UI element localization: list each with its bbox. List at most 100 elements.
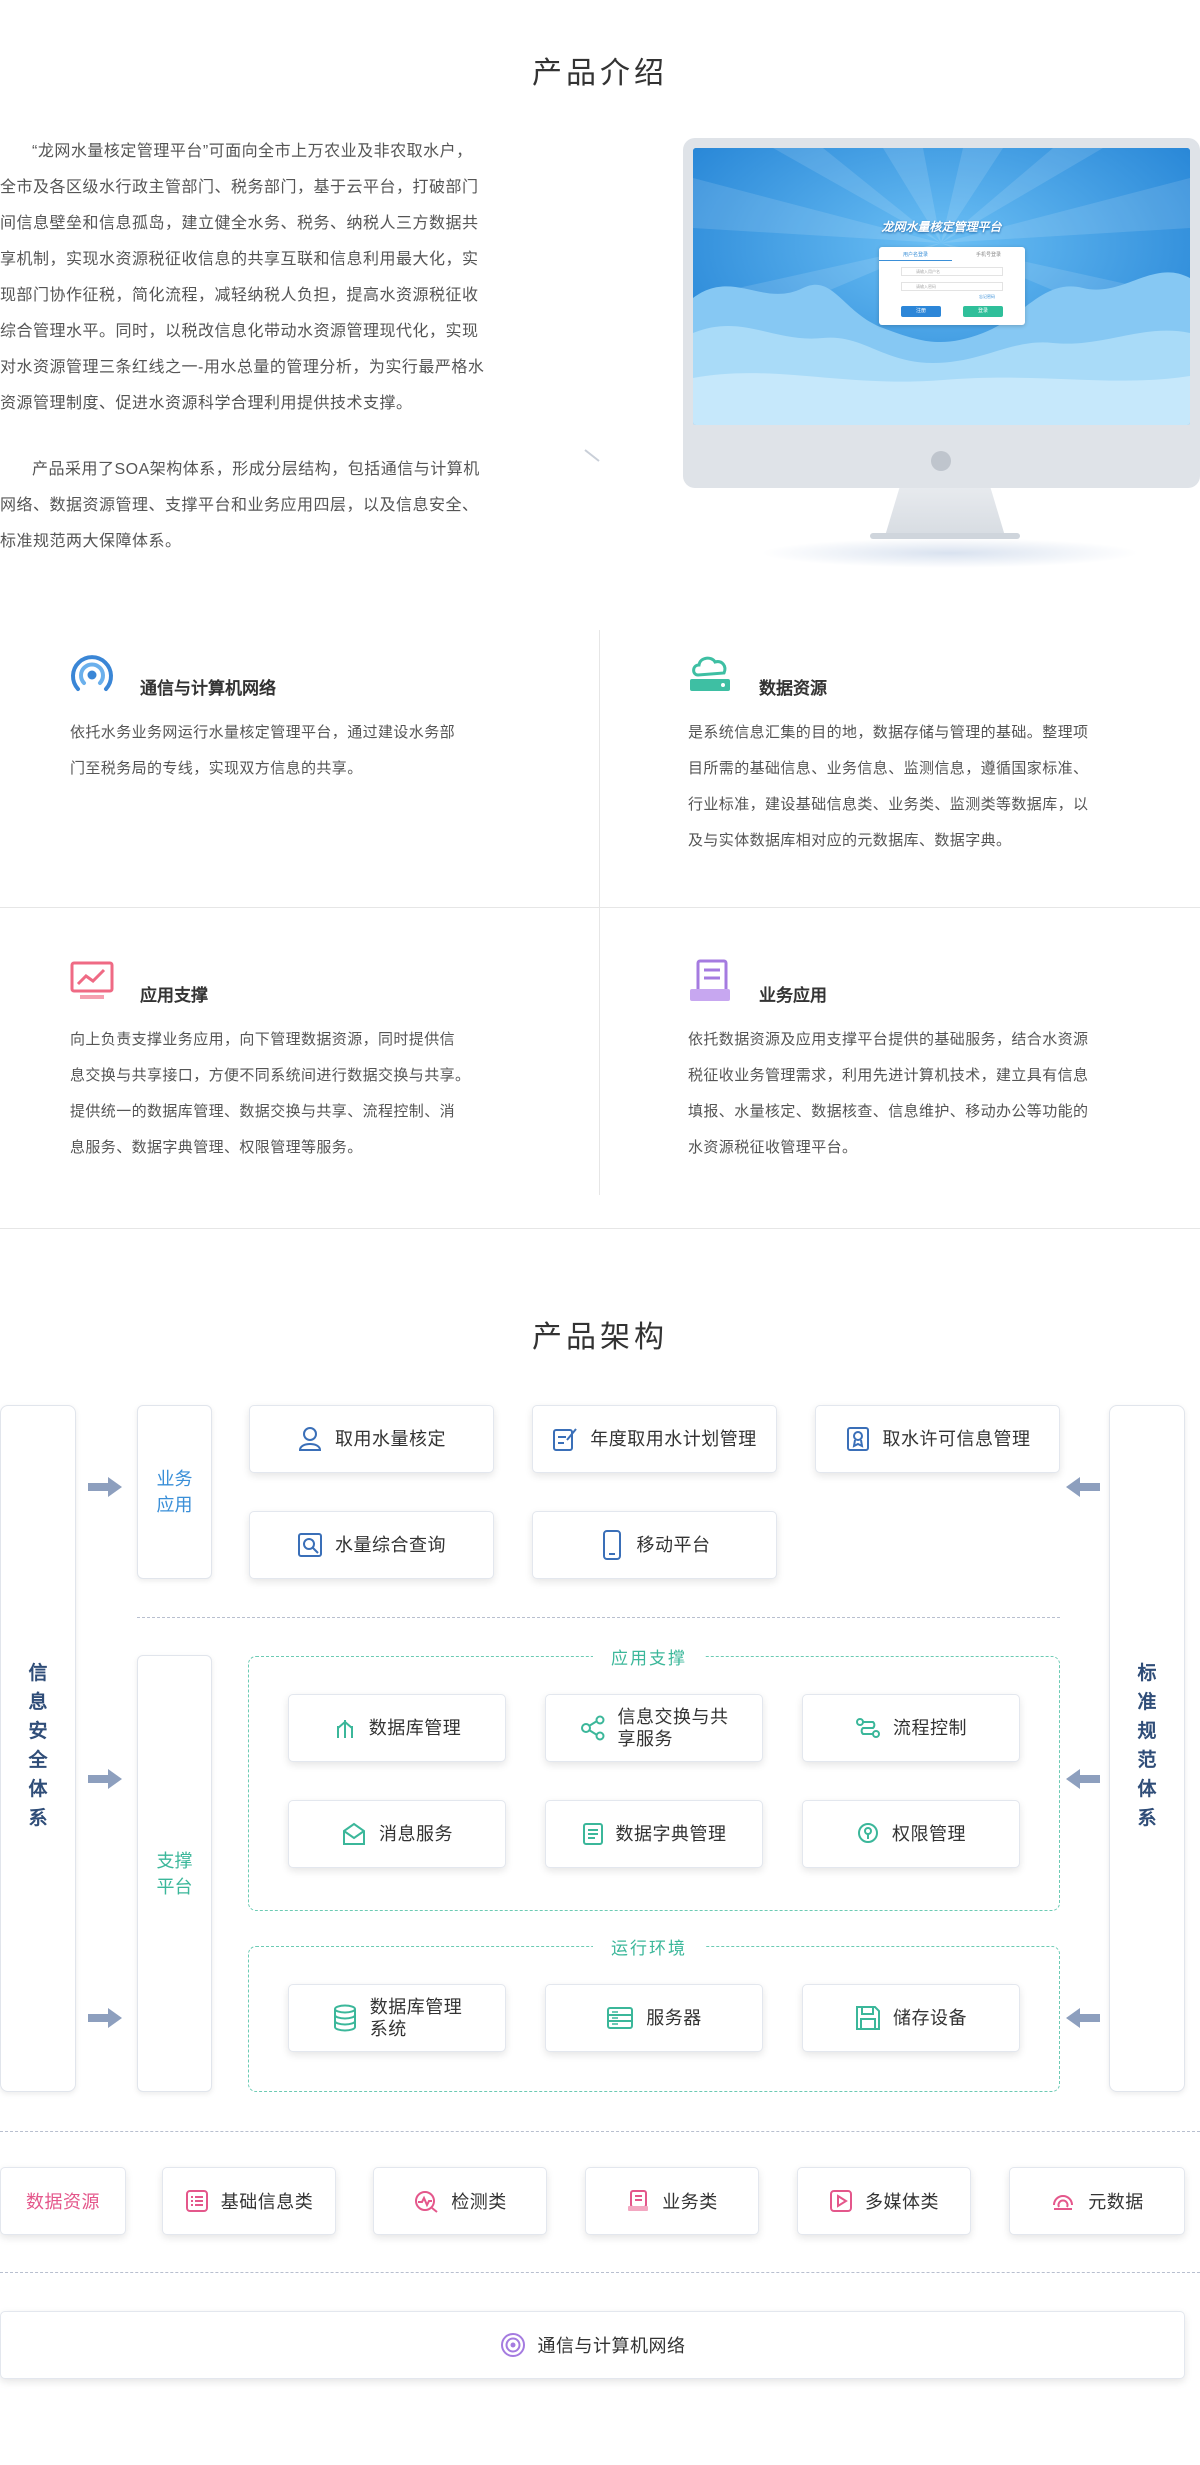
data-resource-layer-label: 数据资源 (0, 2167, 126, 2235)
module-label: 消息服务 (379, 1824, 453, 1844)
data-resource-label: 数据资源 (26, 2192, 100, 2212)
feature-desc-line: 依托数据资源及应用支撑平台提供的基础服务，结合水资源 (688, 1031, 1089, 1048)
media-icon (830, 2190, 852, 2212)
flow-icon (856, 1718, 880, 1738)
feature-desc-line: 及与实体数据库相对应的元数据库、数据字典。 (688, 832, 1012, 849)
layer-label-text: 业务 应用 (138, 1466, 211, 1518)
module-annual-plan[interactable]: 年度取用水计划管理 (532, 1405, 777, 1473)
module-label: 储存设备 (893, 2008, 967, 2028)
monitor-screen: 龙网水量核定管理平台 用户名登录 手机号登录 请输入用户名 请输入密码 忘记密码… (693, 148, 1190, 425)
feature-divider-bottom (0, 1228, 1200, 1229)
feature-desc-line: 填报、水量核定、数据核查、信息维护、移动办公等功能的 (688, 1103, 1089, 1120)
support-platform-layer-label: 支撑 平台 (137, 1655, 212, 2092)
monitor-chart-icon (70, 961, 114, 999)
data-item-label: 业务类 (662, 2192, 718, 2212)
side-char: 全 (28, 1750, 48, 1771)
module-message-service[interactable]: 消息服务 (288, 1800, 506, 1868)
intro-line: 产品采用了SOA架构体系，形成分层结构，包括通信与计算机 (32, 461, 480, 478)
network-layer[interactable]: 通信与计算机网络 (0, 2311, 1185, 2379)
module-water-verification[interactable]: 取用水量核定 (249, 1405, 494, 1473)
side-label: 标 准 规 范 体 系 (1110, 1659, 1184, 1833)
module-label: 数据库管理 (368, 1718, 462, 1738)
data-item-multimedia[interactable]: 多媒体类 (797, 2167, 971, 2235)
module-storage-device[interactable]: 储存设备 (802, 1984, 1020, 2052)
network-label: 通信与计算机网络 (537, 2336, 686, 2356)
feature-title: 通信与计算机网络 (140, 679, 276, 698)
intro-title: 产品介绍 (532, 57, 668, 90)
module-water-query[interactable]: 水量综合查询 (249, 1511, 494, 1579)
module-flow-control[interactable]: 流程控制 (802, 1694, 1020, 1762)
intro-line: 享机制，实现水资源税征收信息的共享互联和信息利用最大化，实 (0, 251, 479, 268)
data-item-basic-info[interactable]: 基础信息类 (162, 2167, 336, 2235)
module-label-multiline: 信息交换与共 享服务 (618, 1706, 729, 1750)
module-mobile-platform[interactable]: 移动平台 (532, 1511, 777, 1579)
label-line: 支撑 (156, 1851, 193, 1871)
side-char: 标 (1137, 1663, 1157, 1684)
arrow-left-icon (1066, 2008, 1100, 2028)
label-line: 应用 (156, 1495, 193, 1515)
intro-line: 综合管理水平。同时，以税改信息化带动水资源管理现代化，实现 (0, 323, 479, 340)
module-permit-management[interactable]: 取水许可信息管理 (815, 1405, 1060, 1473)
data-item-label: 基础信息类 (220, 2192, 314, 2212)
data-item-business[interactable]: 业务类 (585, 2167, 759, 2235)
data-item-label: 多媒体类 (865, 2192, 939, 2212)
feature-desc-line: 行业标准，建设基础信息类、业务类、监测类等数据库，以 (688, 796, 1089, 813)
feature-desc-line: 向上负责支撑业务应用，向下管理数据资源，同时提供信 (70, 1031, 456, 1048)
intro-line: 对水资源管理三条红线之一-用水总量的管理分析，为实行最严格水 (0, 359, 485, 376)
module-database-management[interactable]: 数据库管理 (288, 1694, 506, 1762)
arrow-right-icon (88, 2008, 122, 2028)
feature-title: 数据资源 (759, 679, 827, 698)
module-label-line: 系统 (369, 2019, 407, 2039)
intro-line: 间信息壁垒和信息孤岛，建立健全水务、税务、纳税人三方数据共 (0, 215, 479, 232)
arrow-left-icon (1066, 1769, 1100, 1789)
search-doc-icon (298, 1533, 322, 1557)
data-item-monitoring[interactable]: 检测类 (373, 2167, 547, 2235)
feature-desc-line: 目所需的基础信息、业务信息、监测信息，遵循国家标准、 (688, 760, 1089, 777)
module-label: 权限管理 (892, 1824, 966, 1844)
side-char: 范 (1137, 1750, 1157, 1771)
data-item-metadata[interactable]: 元数据 (1009, 2167, 1185, 2235)
feature-desc-line: 门至税务局的专线，实现双方信息的共享。 (70, 760, 363, 777)
label-line: 业务 (156, 1469, 193, 1489)
module-data-dictionary[interactable]: 数据字典管理 (545, 1800, 763, 1868)
data-item-label: 元数据 (1088, 2192, 1144, 2212)
side-char: 信 (28, 1663, 48, 1684)
documents-icon (690, 959, 730, 1001)
arrow-left-icon (1066, 1477, 1100, 1497)
mobile-icon (602, 1530, 621, 1560)
intro-line: 标准规范两大保障体系。 (0, 533, 182, 550)
module-permission-management[interactable]: 权限管理 (802, 1800, 1020, 1868)
login-register-button: 注册 (901, 306, 941, 317)
intro-line: 网络、数据资源管理、支撑平台和业务应用四层，以及信息安全、 (0, 497, 479, 514)
module-dbms[interactable]: 数据库管理 系统 (288, 1984, 506, 2052)
login-submit-button: 登录 (963, 306, 1003, 317)
intro-line: “龙网水量核定管理平台”可面向全市上万农业及非农取水户， (32, 143, 473, 160)
share-icon (580, 1715, 604, 1741)
wifi-signal-icon (500, 2333, 525, 2357)
metadata-icon (1053, 2195, 1074, 2210)
module-label: 服务器 (646, 2008, 702, 2028)
layer-separator (137, 1617, 1060, 1618)
module-label: 数据字典管理 (615, 1824, 727, 1844)
business-doc-icon (628, 2190, 649, 2211)
login-tab-other: 手机号登录 (975, 252, 1001, 258)
wifi-signal-icon (71, 655, 113, 691)
module-label: 取用水量核定 (335, 1429, 446, 1449)
module-server[interactable]: 服务器 (545, 1984, 763, 2052)
module-label-multiline: 数据库管理 系统 (370, 1996, 463, 2040)
database-icon (333, 2004, 356, 2032)
login-card: 用户名登录 手机号登录 请输入用户名 请输入密码 忘记密码 注册 登录 (879, 247, 1025, 325)
intro-line: 全市及各区级水行政主管部门、税务部门，基于云平台，打破部门 (0, 179, 479, 196)
feature-desc-line: 水资源税征收管理平台。 (688, 1139, 858, 1156)
monitor-base (870, 533, 1020, 539)
feature-desc-line: 税征收业务管理需求，利用先进计算机技术，建立具有信息 (688, 1067, 1089, 1084)
module-label: 取水许可信息管理 (882, 1429, 1031, 1449)
layer-separator (0, 2272, 1200, 2273)
monitor-shadow (760, 538, 1140, 568)
login-tab-active: 用户名登录 (879, 251, 952, 261)
module-info-exchange[interactable]: 信息交换与共 享服务 (545, 1694, 763, 1762)
login-forgot-link: 忘记密码 (979, 294, 995, 299)
side-char: 体 (1137, 1779, 1157, 1800)
app-support-group-title: 应用支撑 (593, 1644, 705, 1669)
side-char: 安 (28, 1721, 48, 1742)
